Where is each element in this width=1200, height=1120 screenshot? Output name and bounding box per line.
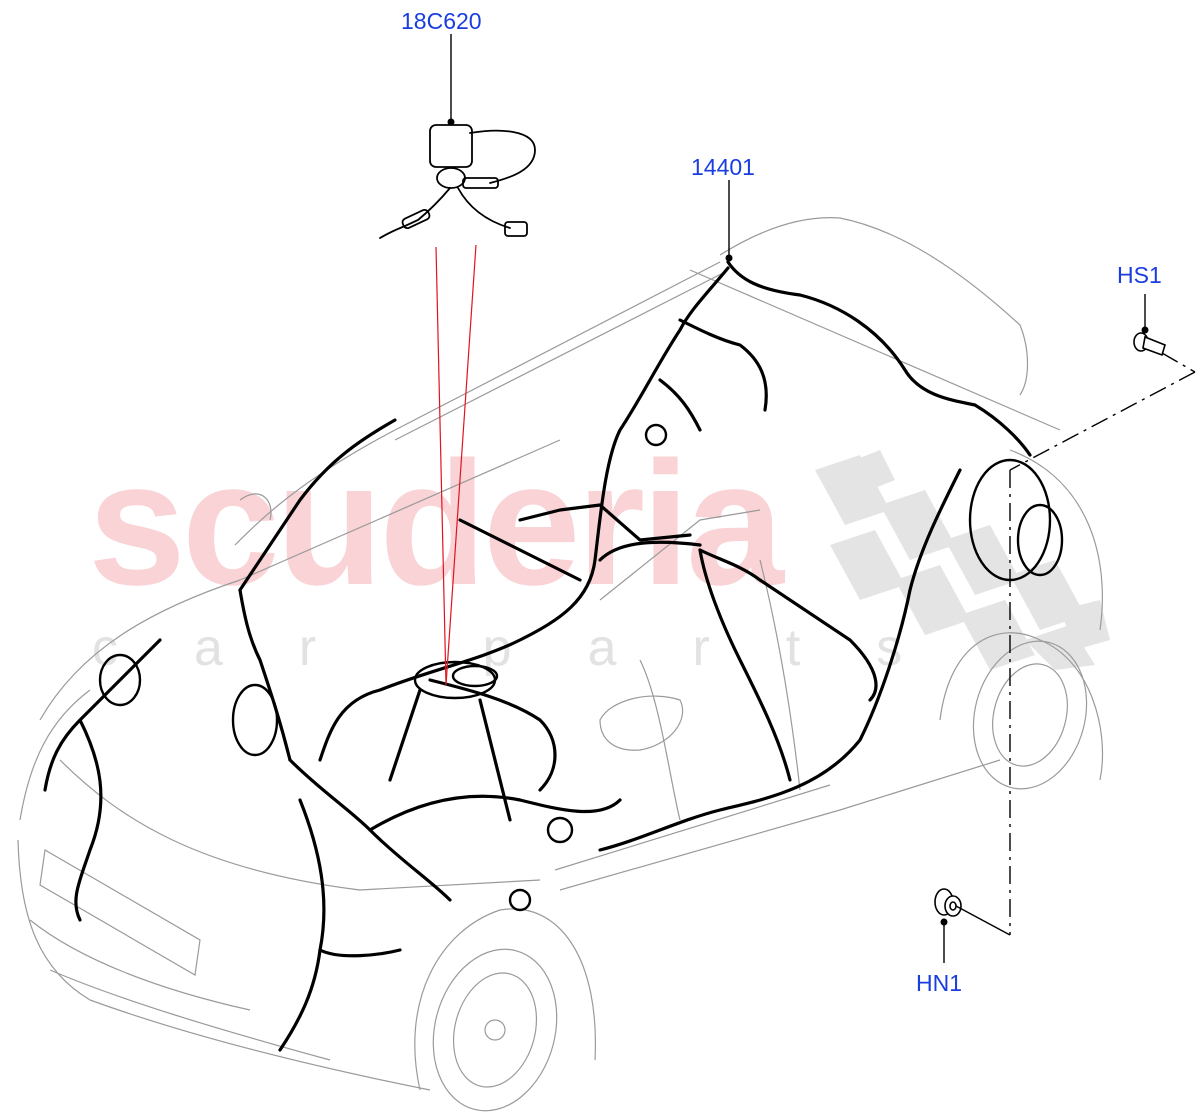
nut-axis-line — [955, 905, 1011, 936]
wiring-harness-14401 — [43, 260, 1032, 1052]
callout-HS1[interactable]: HS1 — [1117, 262, 1162, 288]
callout-leader-lines — [450, 34, 1146, 963]
callout-HN1[interactable]: HN1 — [916, 970, 963, 996]
checkered-flag-watermark — [815, 450, 1110, 670]
callout-18C620[interactable]: 18C620 — [401, 8, 482, 34]
screw-HS1-illustration — [1133, 332, 1166, 357]
fastener-axis-lines — [1009, 352, 1196, 935]
callout-leader-dots — [447, 118, 1149, 926]
watermark-car-parts: car parts — [92, 619, 979, 677]
component-18C620-illustration — [379, 124, 536, 239]
callout-14401[interactable]: 14401 — [691, 154, 755, 180]
highlight-leader-lines — [435, 244, 477, 686]
nut-HN1-illustration — [934, 888, 962, 917]
car-outline — [17, 217, 1104, 1112]
watermark-scuderia: scuderia — [88, 426, 784, 622]
